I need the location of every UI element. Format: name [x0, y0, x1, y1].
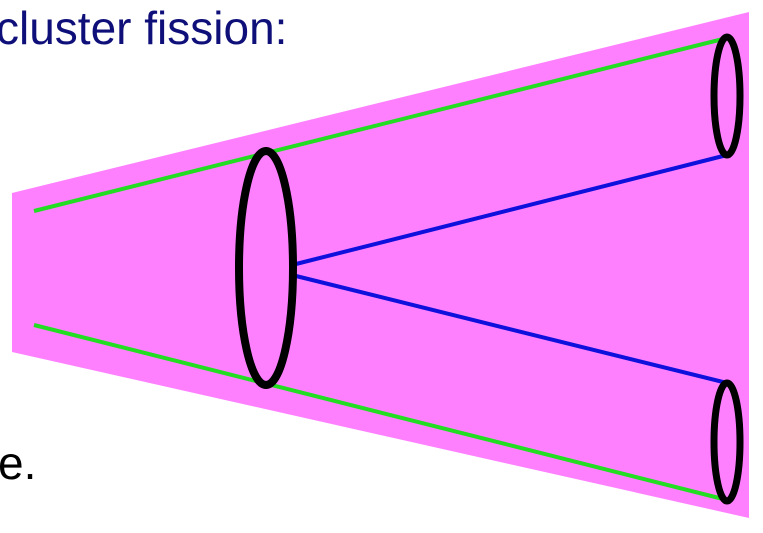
lower-daughter-ring: [710, 379, 744, 505]
lower-branch-line: [295, 274, 728, 385]
heading-text: cluster fission:: [0, 2, 288, 54]
upper-outer-line: [33, 36, 728, 213]
lower-outer-line: [33, 323, 728, 502]
parent-cluster-ring: [235, 147, 297, 389]
upper-daughter-ring: [710, 33, 744, 159]
upper-branch-line: [295, 153, 728, 266]
jet-cone: [12, 12, 749, 518]
tail-text: e.: [0, 437, 37, 489]
